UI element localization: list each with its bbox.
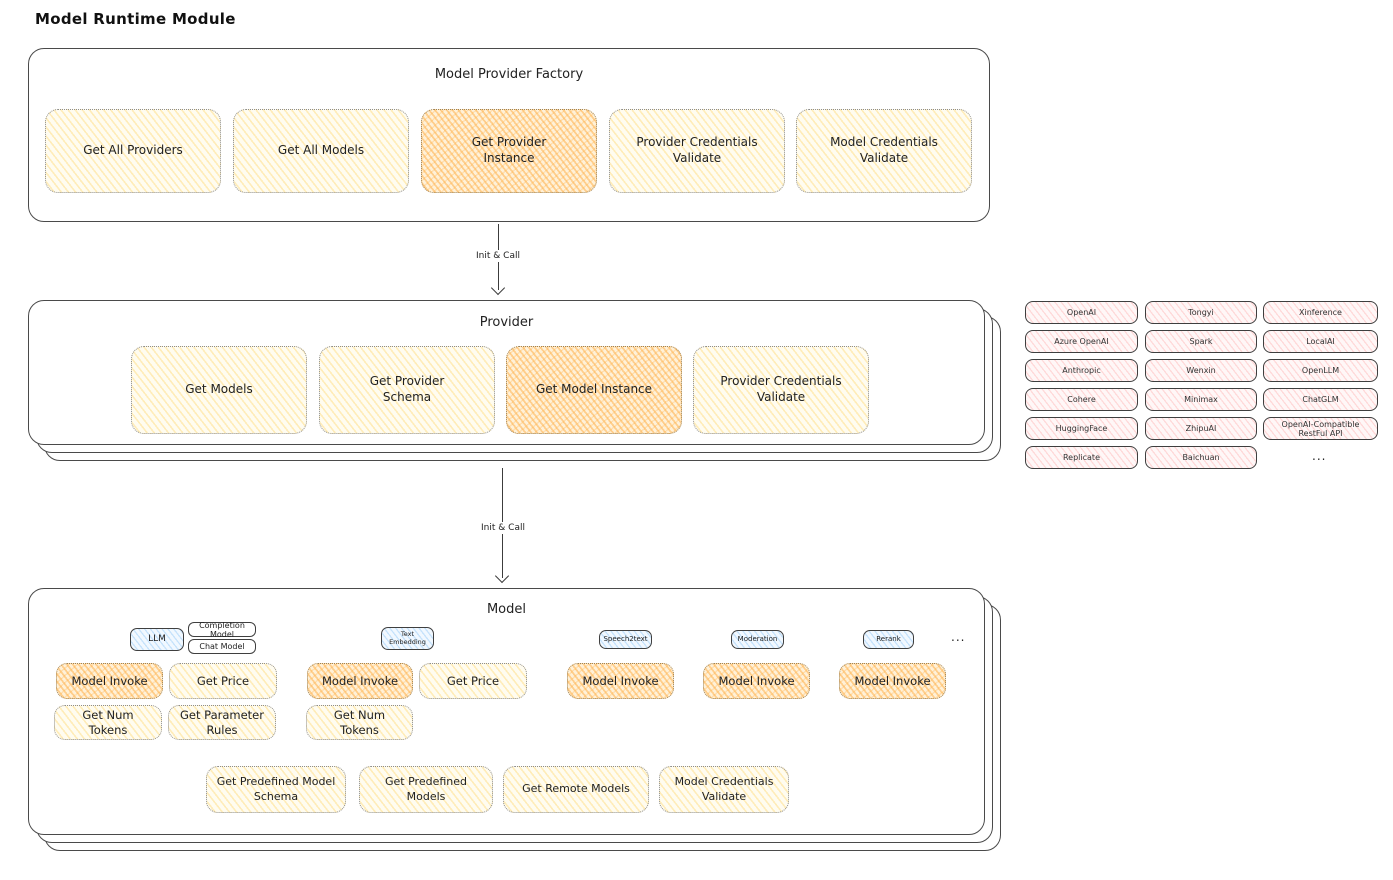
provider-chip-openai[interactable]: OpenAI — [1025, 301, 1138, 324]
provider-get-models[interactable]: Get Models — [131, 346, 307, 434]
text-embedding-get-num-tokens[interactable]: Get Num Tokens — [306, 705, 413, 740]
provider-chip-minimax[interactable]: Minimax — [1145, 388, 1257, 411]
provider-get-model-instance[interactable]: Get Model Instance — [506, 346, 682, 434]
get-remote-models[interactable]: Get Remote Models — [503, 766, 649, 813]
provider-chip-localai[interactable]: LocalAI — [1263, 330, 1378, 353]
provider-chip-baichuan[interactable]: Baichuan — [1145, 446, 1257, 469]
provider-chip-replicate[interactable]: Replicate — [1025, 446, 1138, 469]
provider-chip-chatglm[interactable]: ChatGLM — [1263, 388, 1378, 411]
factory-get-all-models[interactable]: Get All Models — [233, 109, 409, 193]
llm-get-price[interactable]: Get Price — [169, 663, 277, 699]
provider-provider-credentials-validate[interactable]: Provider Credentials Validate — [693, 346, 869, 434]
text-embedding-get-price[interactable]: Get Price — [419, 663, 527, 699]
text-embedding-model-invoke[interactable]: Model Invoke — [307, 663, 413, 699]
get-predefined-models[interactable]: Get Predefined Models — [359, 766, 493, 813]
tab-llm[interactable]: LLM — [130, 628, 184, 651]
provider-chip-huggingface[interactable]: HuggingFace — [1025, 417, 1138, 440]
provider-get-provider-schema[interactable]: Get Provider Schema — [319, 346, 495, 434]
factory-title: Model Provider Factory — [434, 67, 584, 82]
provider-chip-zhipuai[interactable]: ZhipuAI — [1145, 417, 1257, 440]
factory-get-all-providers[interactable]: Get All Providers — [45, 109, 221, 193]
tab-text-embedding[interactable]: Text Embedding — [381, 627, 434, 650]
provider-title: Provider — [479, 315, 534, 330]
moderation-model-invoke[interactable]: Model Invoke — [703, 663, 810, 699]
arrow-provider-to-model-head — [494, 568, 510, 584]
tab-completion-model[interactable]: Completion Model — [188, 621, 256, 639]
llm-get-num-tokens[interactable]: Get Num Tokens — [54, 705, 162, 740]
provider-chip-cohere[interactable]: Cohere — [1025, 388, 1138, 411]
factory-get-provider-instance[interactable]: Get Provider Instance — [421, 109, 597, 193]
provider-chip-wenxin[interactable]: Wenxin — [1145, 359, 1257, 382]
provider-chip-xinference[interactable]: Xinference — [1263, 301, 1378, 324]
provider-container[interactable]: Provider Get Models Get Provider Schema … — [28, 300, 985, 445]
provider-chip-openai-compatible[interactable]: OpenAI-Compatible RestFul API — [1263, 417, 1378, 440]
model-tabs-more-ellipsis: ... — [951, 630, 966, 644]
factory-container[interactable]: Model Provider Factory Get All Providers… — [28, 48, 990, 222]
arrow-factory-to-provider-head — [490, 280, 506, 296]
arrow1-label: Init & Call — [472, 250, 524, 262]
tab-speech2text[interactable]: Speech2text — [599, 630, 652, 649]
provider-chip-tongyi[interactable]: Tongyi — [1145, 301, 1257, 324]
get-predefined-model-schema[interactable]: Get Predefined Model Schema — [206, 766, 346, 813]
tab-chat-model[interactable]: Chat Model — [188, 639, 256, 654]
model-credentials-validate[interactable]: Model Credentials Validate — [659, 766, 789, 813]
model-title: Model — [486, 602, 527, 617]
provider-chip-spark[interactable]: Spark — [1145, 330, 1257, 353]
tab-moderation[interactable]: Moderation — [731, 630, 784, 649]
provider-chip-openllm[interactable]: OpenLLM — [1263, 359, 1378, 382]
llm-get-parameter-rules[interactable]: Get Parameter Rules — [168, 705, 276, 740]
rerank-model-invoke[interactable]: Model Invoke — [839, 663, 946, 699]
provider-chip-anthropic[interactable]: Anthropic — [1025, 359, 1138, 382]
arrow2-label: Init & Call — [477, 522, 529, 534]
factory-model-credentials-validate[interactable]: Model Credentials Validate — [796, 109, 972, 193]
providers-more-ellipsis: ... — [1312, 449, 1327, 463]
model-container[interactable]: Model LLM Completion Model Chat Model Te… — [28, 588, 985, 835]
llm-model-invoke[interactable]: Model Invoke — [56, 663, 163, 699]
tab-rerank[interactable]: Rerank — [863, 630, 914, 649]
speech2text-model-invoke[interactable]: Model Invoke — [567, 663, 674, 699]
diagram-title: Model Runtime Module — [35, 10, 236, 28]
provider-chip-azure-openai[interactable]: Azure OpenAI — [1025, 330, 1138, 353]
factory-provider-credentials-validate[interactable]: Provider Credentials Validate — [609, 109, 785, 193]
